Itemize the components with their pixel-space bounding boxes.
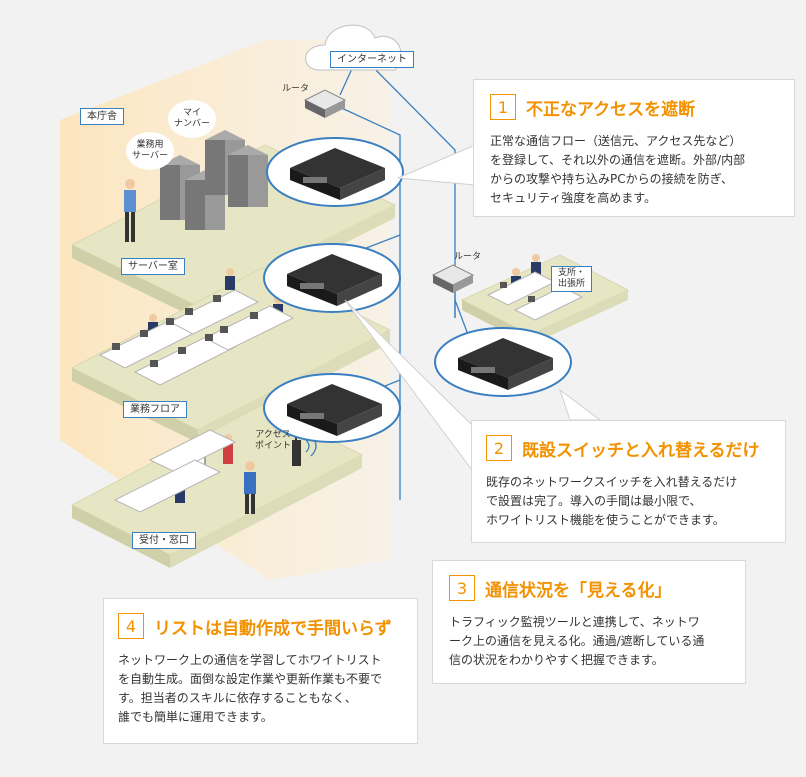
switch-callout-branch <box>434 327 572 397</box>
feature-box-3: 3 通信状況を「見える化」 トラフィック監視ツールと連携して、ネットワ ーク上の… <box>432 560 746 684</box>
main-building-label: 本庁舎 <box>80 108 124 125</box>
monitor-icon <box>112 282 535 367</box>
feature-box-4: 4 リストは自動作成で手間いらず ネットワーク上の通信を学習してホワイトリスト … <box>103 598 418 744</box>
feature-box-2: 2 既設スイッチと入れ替えるだけ 既存のネットワークスイッチを入れ替えるだけ で… <box>471 420 786 543</box>
feature-title: リストは自動作成で手間いらず <box>154 618 392 639</box>
feature-title: 不正なアクセスを遮断 <box>526 99 696 120</box>
server-room-label: サーバー室 <box>121 258 185 275</box>
person-icon <box>124 179 136 242</box>
switch-callout-3 <box>263 373 401 443</box>
switch-callout-2 <box>263 243 401 313</box>
branch-label: 支所・ 出張所 <box>551 266 593 292</box>
access-point-label: アクセス ポイント <box>255 430 292 451</box>
work-floor-label: 業務フロア <box>123 401 187 418</box>
router-branch-label: ルータ <box>454 252 482 262</box>
feature-number: 3 <box>449 575 475 601</box>
router-main-label: ルータ <box>282 84 310 94</box>
reception-label: 受付・窓口 <box>132 532 196 549</box>
feature-description: ネットワーク上の通信を学習してホワイトリスト を自動生成。面倒な設定作業や更新作… <box>118 653 383 724</box>
switch-callout-1 <box>266 137 404 207</box>
feature-number: 4 <box>118 613 144 639</box>
my-number-label: マイ ナンバー <box>168 100 216 138</box>
desk-icon <box>98 271 584 513</box>
business-server-label: 業務用 サーバー <box>126 132 174 170</box>
internet-label: インターネット <box>330 51 414 68</box>
feature-box-1: 1 不正なアクセスを遮断 正常な通信フロー（送信元、アクセス先など） を登録して… <box>473 79 795 217</box>
feature-number: 1 <box>490 94 516 120</box>
feature-description: 既存のネットワークスイッチを入れ替えるだけ で設置は完了。導入の手間は最小限で、… <box>486 475 738 527</box>
floor-reception <box>70 404 364 568</box>
router-branch-icon <box>431 264 475 293</box>
feature-number: 2 <box>486 435 512 461</box>
feature-description: 正常な通信フロー（送信元、アクセス先など） を登録して、それ以外の通信を遮断。外… <box>490 134 746 205</box>
router-main-icon <box>303 89 347 118</box>
feature-title: 通信状況を「見える化」 <box>485 580 672 601</box>
feature-description: トラフィック監視ツールと連携して、ネットワ ーク上の通信を見える化。通過/遮断し… <box>449 615 705 667</box>
feature-title: 既設スイッチと入れ替えるだけ <box>522 440 760 461</box>
